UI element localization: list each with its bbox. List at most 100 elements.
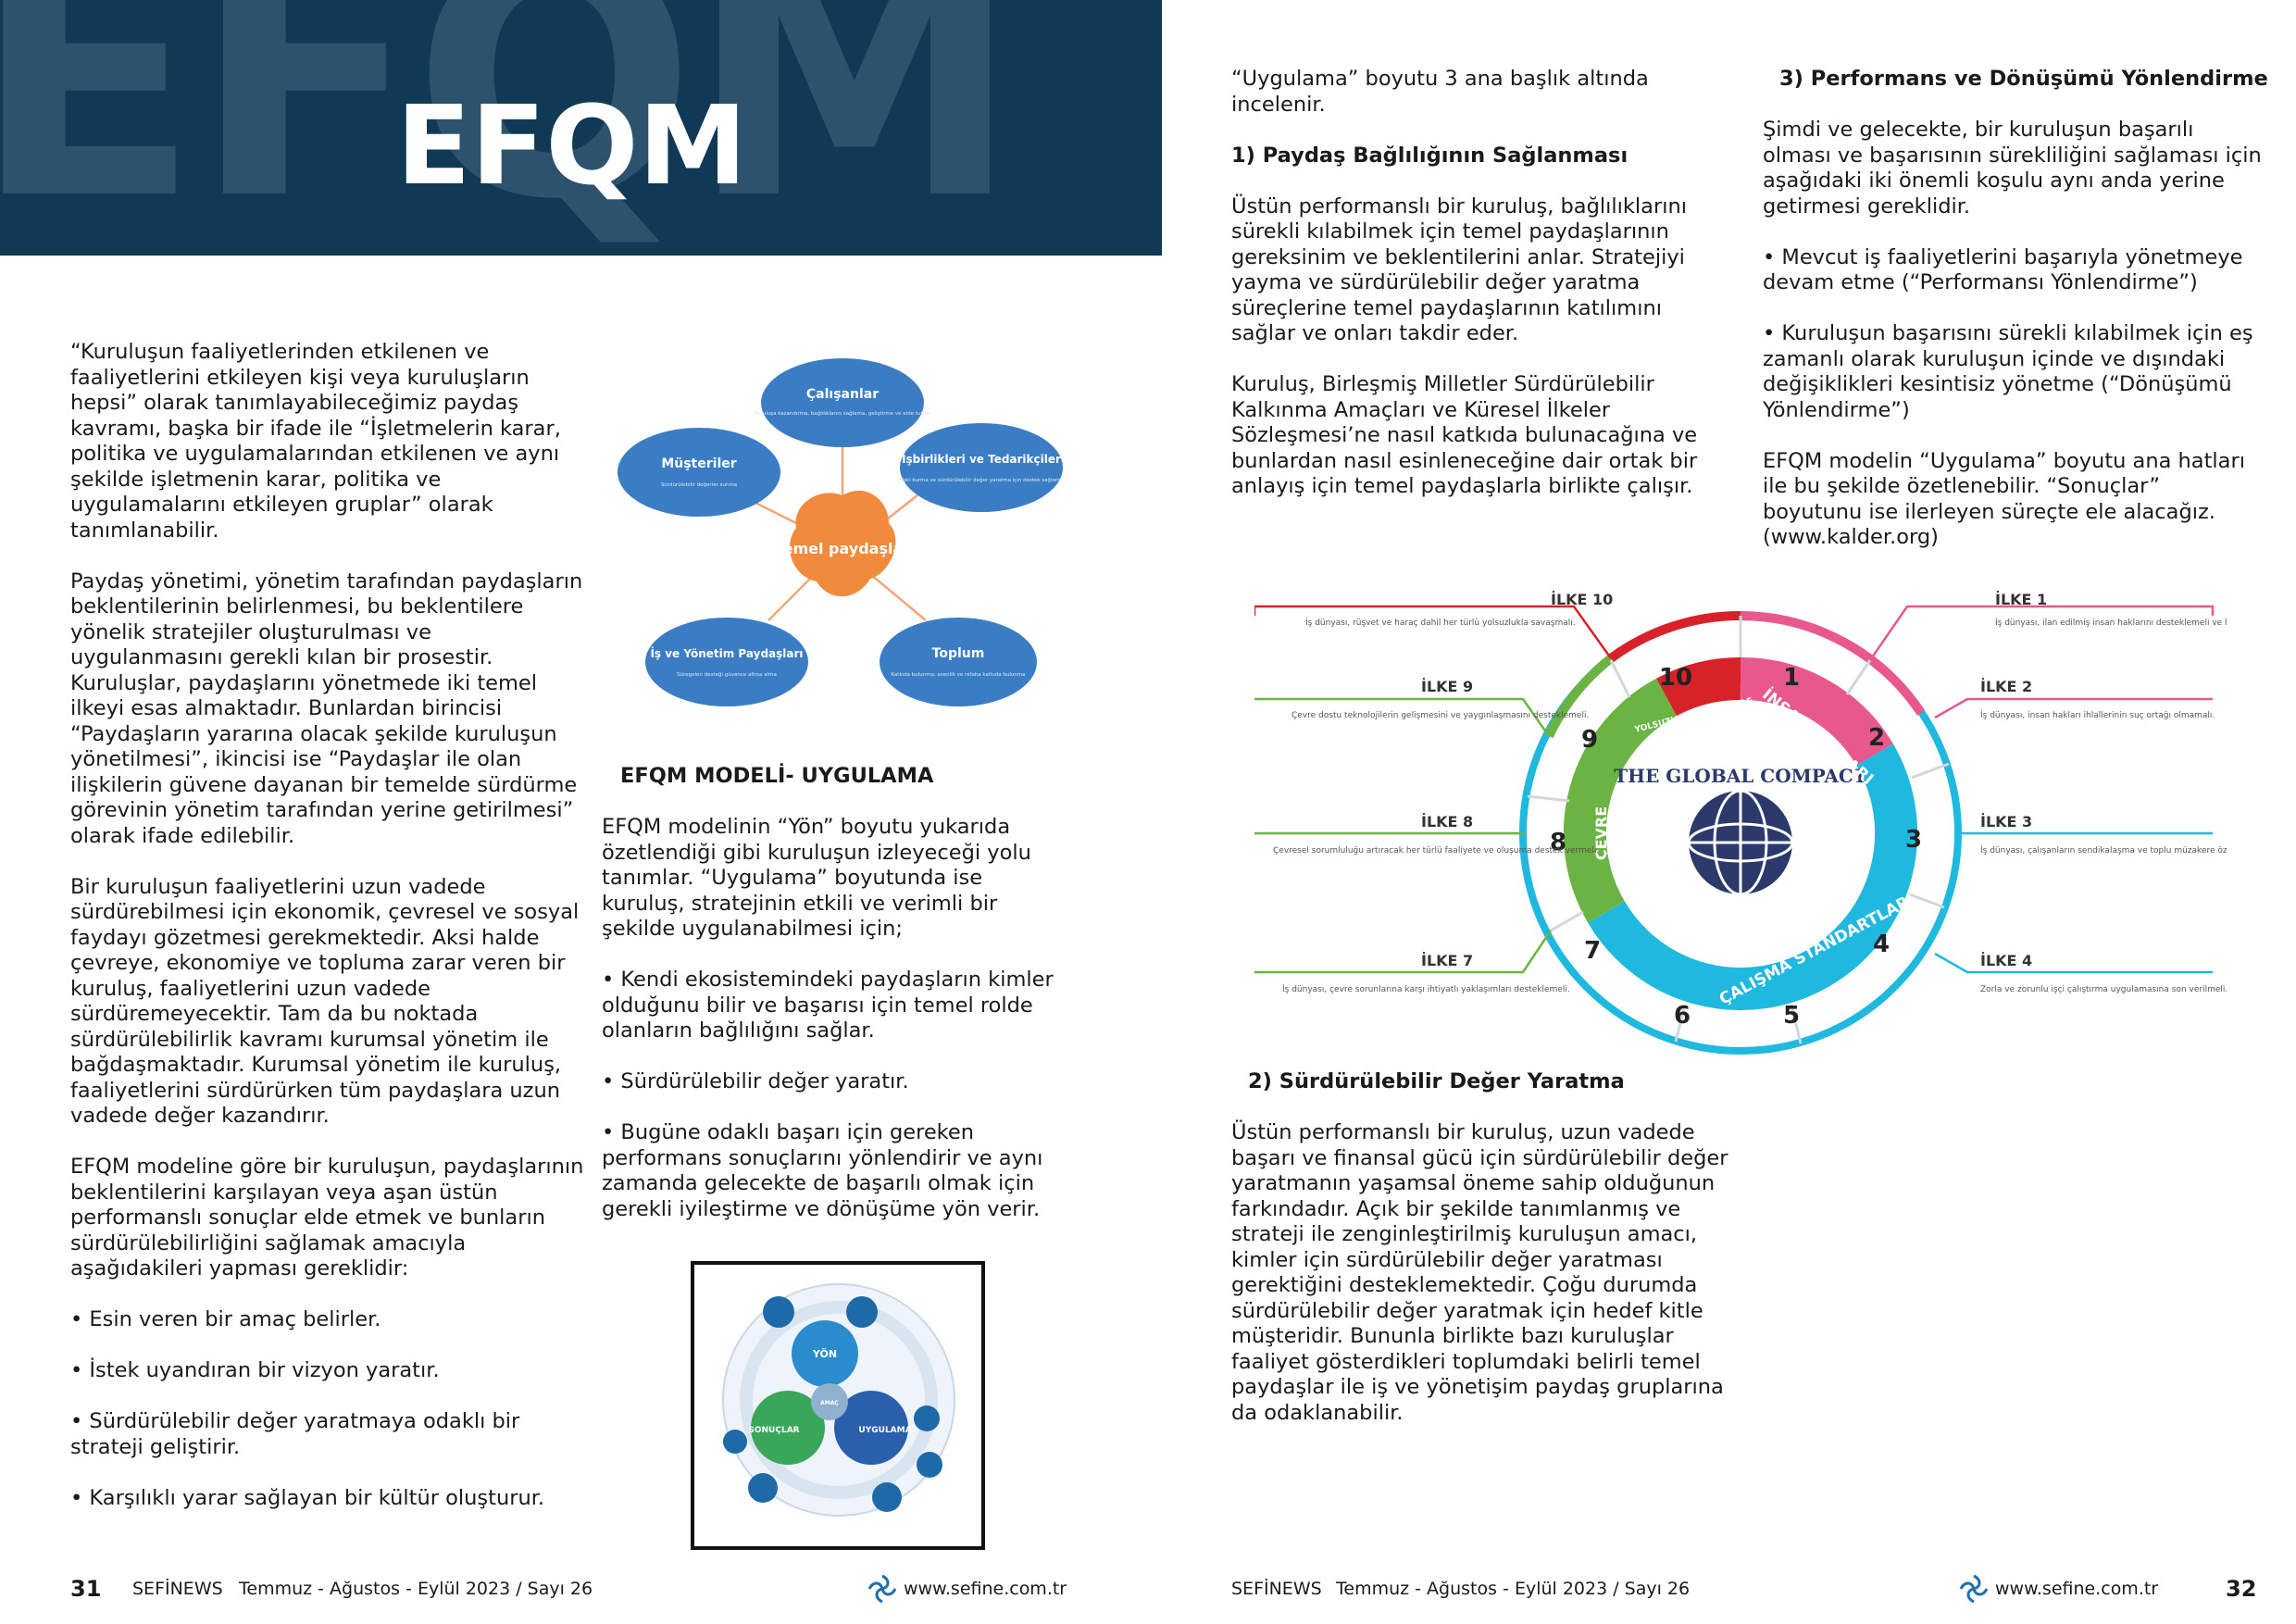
sonuclar-circle — [751, 1391, 825, 1465]
header-banner: EFQM EFQM — [0, 0, 1162, 256]
node-title: Müşteriler — [661, 456, 736, 471]
bullet-item: • Sürdürülebilir değer yaratmaya odaklı … — [70, 1409, 520, 1459]
bullet-item: • Kuruluşun başarısını sürekli kılabilme… — [1763, 321, 2253, 422]
node-title: Çalışanlar — [806, 387, 879, 402]
sonuclar-label: SONUÇLAR — [748, 1426, 799, 1435]
section-heading: 3) Performans ve Dönüşümü Yönlendirme — [1779, 67, 2268, 91]
node-desc: İlişki kurma ve sürdürülebilir değer yar… — [899, 477, 1063, 483]
efqm-model-figure: YÖN SONUÇLAR UYGULAMA AMAÇ — [691, 1261, 985, 1550]
node-desc: Sürdürülebilir değerler sunma — [661, 481, 737, 488]
section-heading: 2) Sürdürülebilir Değer Yaratma — [1248, 1069, 1625, 1093]
paragraph: Şimdi ve gelecekte, bir kuruluşun başarı… — [1763, 118, 2262, 219]
p2-column-2: Şimdi ve gelecekte, bir kuruluşun başarı… — [1763, 118, 2263, 576]
amac-label: AMAÇ — [820, 1400, 839, 1406]
ilke-number: 4 — [1873, 931, 1890, 958]
ilke-number: 5 — [1783, 1002, 1800, 1030]
paragraph: “Kuruluşun faaliyetlerinden etkilenen ve… — [70, 340, 561, 543]
ilke-text: İş dünyası, ilan edilmiş insan haklarını… — [1995, 618, 2227, 628]
cevre-arc — [1563, 678, 1678, 923]
yon-circle — [792, 1320, 858, 1387]
p2-column-1: “Uygulama” boyutu 3 ana başlık altında i… — [1231, 67, 1731, 525]
page-number-right: 32 — [2226, 1576, 2257, 1602]
node-desc: Kuruluşa kazandırma, bağlılıklarını sağl… — [755, 410, 931, 417]
global-compact-label: THE GLOBAL COMPACT — [1614, 765, 1866, 787]
paragraph: “Uygulama” boyutu 3 ana başlık altında i… — [1231, 67, 1649, 117]
bullet-item: • Bugüne odaklı başarı için gereken perf… — [602, 1120, 1043, 1221]
stakeholder-diagram: Temel paydaşlar Çalışanlar İşbirlikleri … — [618, 358, 1064, 706]
ilke-number: 8 — [1550, 829, 1566, 856]
ilke-number: 3 — [1905, 826, 1922, 854]
website-link[interactable]: www.sefine.com.tr — [1995, 1579, 2159, 1599]
ilke-label: İLKE 4 — [1980, 952, 2032, 969]
bullet-item: • Sürdürülebilir değer yaratır. — [602, 1069, 909, 1093]
yolsuzluk-arc — [1656, 656, 1741, 717]
paragraph: Üstün performanslı bir kuruluş, bağlılık… — [1231, 194, 1687, 346]
paragraph: EFQM modelin “Uygulama” boyutu ana hatla… — [1763, 448, 2245, 550]
yon-label: YÖN — [812, 1347, 837, 1360]
paragraph: EFQM modeline göre bir kuruluşun, paydaş… — [70, 1155, 584, 1280]
paragraph: Kuruluş, Birleşmiş Milletler Sürdürülebi… — [1231, 372, 1698, 498]
page-number-left: 31 — [70, 1576, 102, 1602]
ilke-text: İş dünyası, çevre sorunlarına karşı ihti… — [1282, 984, 1570, 994]
ilke-text: İş dünyası, çalışanların sendikalaşma ve… — [1980, 845, 2227, 856]
ilke-label: İLKE 8 — [1421, 813, 1473, 831]
uygulama-label: UYGULAMA — [858, 1426, 911, 1435]
amac-circle — [811, 1383, 848, 1420]
insan-haklari-arc — [1740, 656, 1893, 767]
paragraph: Bir kuruluşun faaliyetlerini uzun vadede… — [70, 874, 580, 1129]
ring-label: ÇEVRE — [1592, 806, 1610, 860]
ilke-number: 6 — [1674, 1002, 1691, 1030]
section-heading: 1) Paydaş Bağlılığının Sağlanması — [1231, 143, 1628, 168]
node-is-yonetim — [645, 618, 808, 706]
global-compact-diagram: THE GLOBAL COMPACT İNSAN HAKLARI ÇALIŞMA… — [1254, 591, 2227, 1055]
website-link[interactable]: www.sefine.com.tr — [904, 1579, 1067, 1599]
ilke-number: 1 — [1783, 664, 1800, 692]
node-desc: Süregelen desteği güvence altına alma — [677, 671, 777, 678]
sefine-logo-icon — [1959, 1574, 1989, 1604]
ilke-label: İLKE 7 — [1421, 952, 1473, 969]
ilke-label: İLKE 10 — [1551, 591, 1613, 608]
left-column: “Kuruluşun faaliyetlerinden etkilenen ve… — [70, 340, 589, 1537]
ilke-number: 10 — [1659, 664, 1692, 692]
uygulama-circle — [834, 1391, 908, 1465]
ilke-label: İLKE 2 — [1980, 678, 2032, 695]
ilke-label: İLKE 3 — [1980, 813, 2032, 831]
bullet-item: • Esin veren bir amaç belirler. — [70, 1307, 381, 1331]
node-isbirlikleri — [900, 423, 1063, 512]
node-desc: Katkıda bulunma, esenlik ve refaha katkı… — [891, 672, 1025, 678]
middle-column: EFQM modelinin “Yön” boyutu yukarıda öze… — [602, 815, 1055, 1248]
bullet-item: • İstek uyandıran bir vizyon yaratır. — [70, 1358, 440, 1382]
ilke-number: 7 — [1584, 937, 1601, 965]
banner-background-text: EFQM — [0, 0, 1020, 256]
node-title: İşbirlikleri ve Tedarikçiler — [902, 452, 1061, 466]
section-heading: EFQM MODELİ- UYGULAMA — [620, 764, 934, 788]
p2-column-deger: Üstün performanslı bir kuruluş, uzun vad… — [1231, 1120, 1736, 1452]
ilke-text: Çevre dostu teknolojilerin gelişmesini v… — [1292, 711, 1589, 720]
node-title: Toplum — [932, 646, 985, 661]
footer-magazine-right: SEFİNEWS — [1231, 1579, 1322, 1599]
paragraph: Paydaş yönetimi, yönetim tarafından payd… — [70, 568, 583, 848]
node-calisanlar — [761, 358, 924, 447]
bullet-item: • Mevcut iş faaliyetlerini başarıyla yön… — [1763, 244, 2243, 295]
center-label: Temel paydaşlar — [775, 540, 910, 557]
sefine-logo-icon — [867, 1574, 897, 1604]
footer-issue-right: Temmuz - Ağustos - Eylül 2023 / Sayı 26 — [1336, 1579, 1691, 1599]
node-musteriler — [618, 428, 780, 517]
ilke-label: İLKE 1 — [1995, 591, 2047, 608]
footer-magazine-left: SEFİNEWS — [132, 1579, 223, 1599]
paragraph: EFQM modelinin “Yön” boyutu yukarıda öze… — [602, 815, 1031, 941]
ilke-label: İLKE 9 — [1421, 678, 1473, 695]
bullet-item: • Kendi ekosistemindeki paydaşların kiml… — [602, 968, 1054, 1043]
ilke-text: Zorla ve zorunlu işçi çalıştırma uygulam… — [1980, 985, 2227, 994]
ilke-text: Çevresel sorumluluğu artıracak her türlü… — [1273, 846, 1599, 856]
footer-issue-left: Temmuz - Ağustos - Eylül 2023 / Sayı 26 — [239, 1579, 593, 1599]
ilke-text: İş dünyası, insan hakları ihlallerinin s… — [1980, 710, 2215, 720]
paragraph: Üstün performanslı bir kuruluş, uzun vad… — [1231, 1120, 1728, 1425]
page-title: EFQM — [396, 81, 747, 209]
bullet-item: • Karşılıklı yarar sağlayan bir kültür o… — [70, 1485, 545, 1510]
node-toplum — [880, 618, 1037, 706]
node-title: İş ve Yönetim Paydaşları — [650, 646, 803, 660]
calisma-arc — [1588, 743, 1918, 1011]
center-badge — [790, 490, 896, 597]
ilke-text: İş dünyası, rüşvet ve haraç dahil her tü… — [1305, 618, 1576, 628]
